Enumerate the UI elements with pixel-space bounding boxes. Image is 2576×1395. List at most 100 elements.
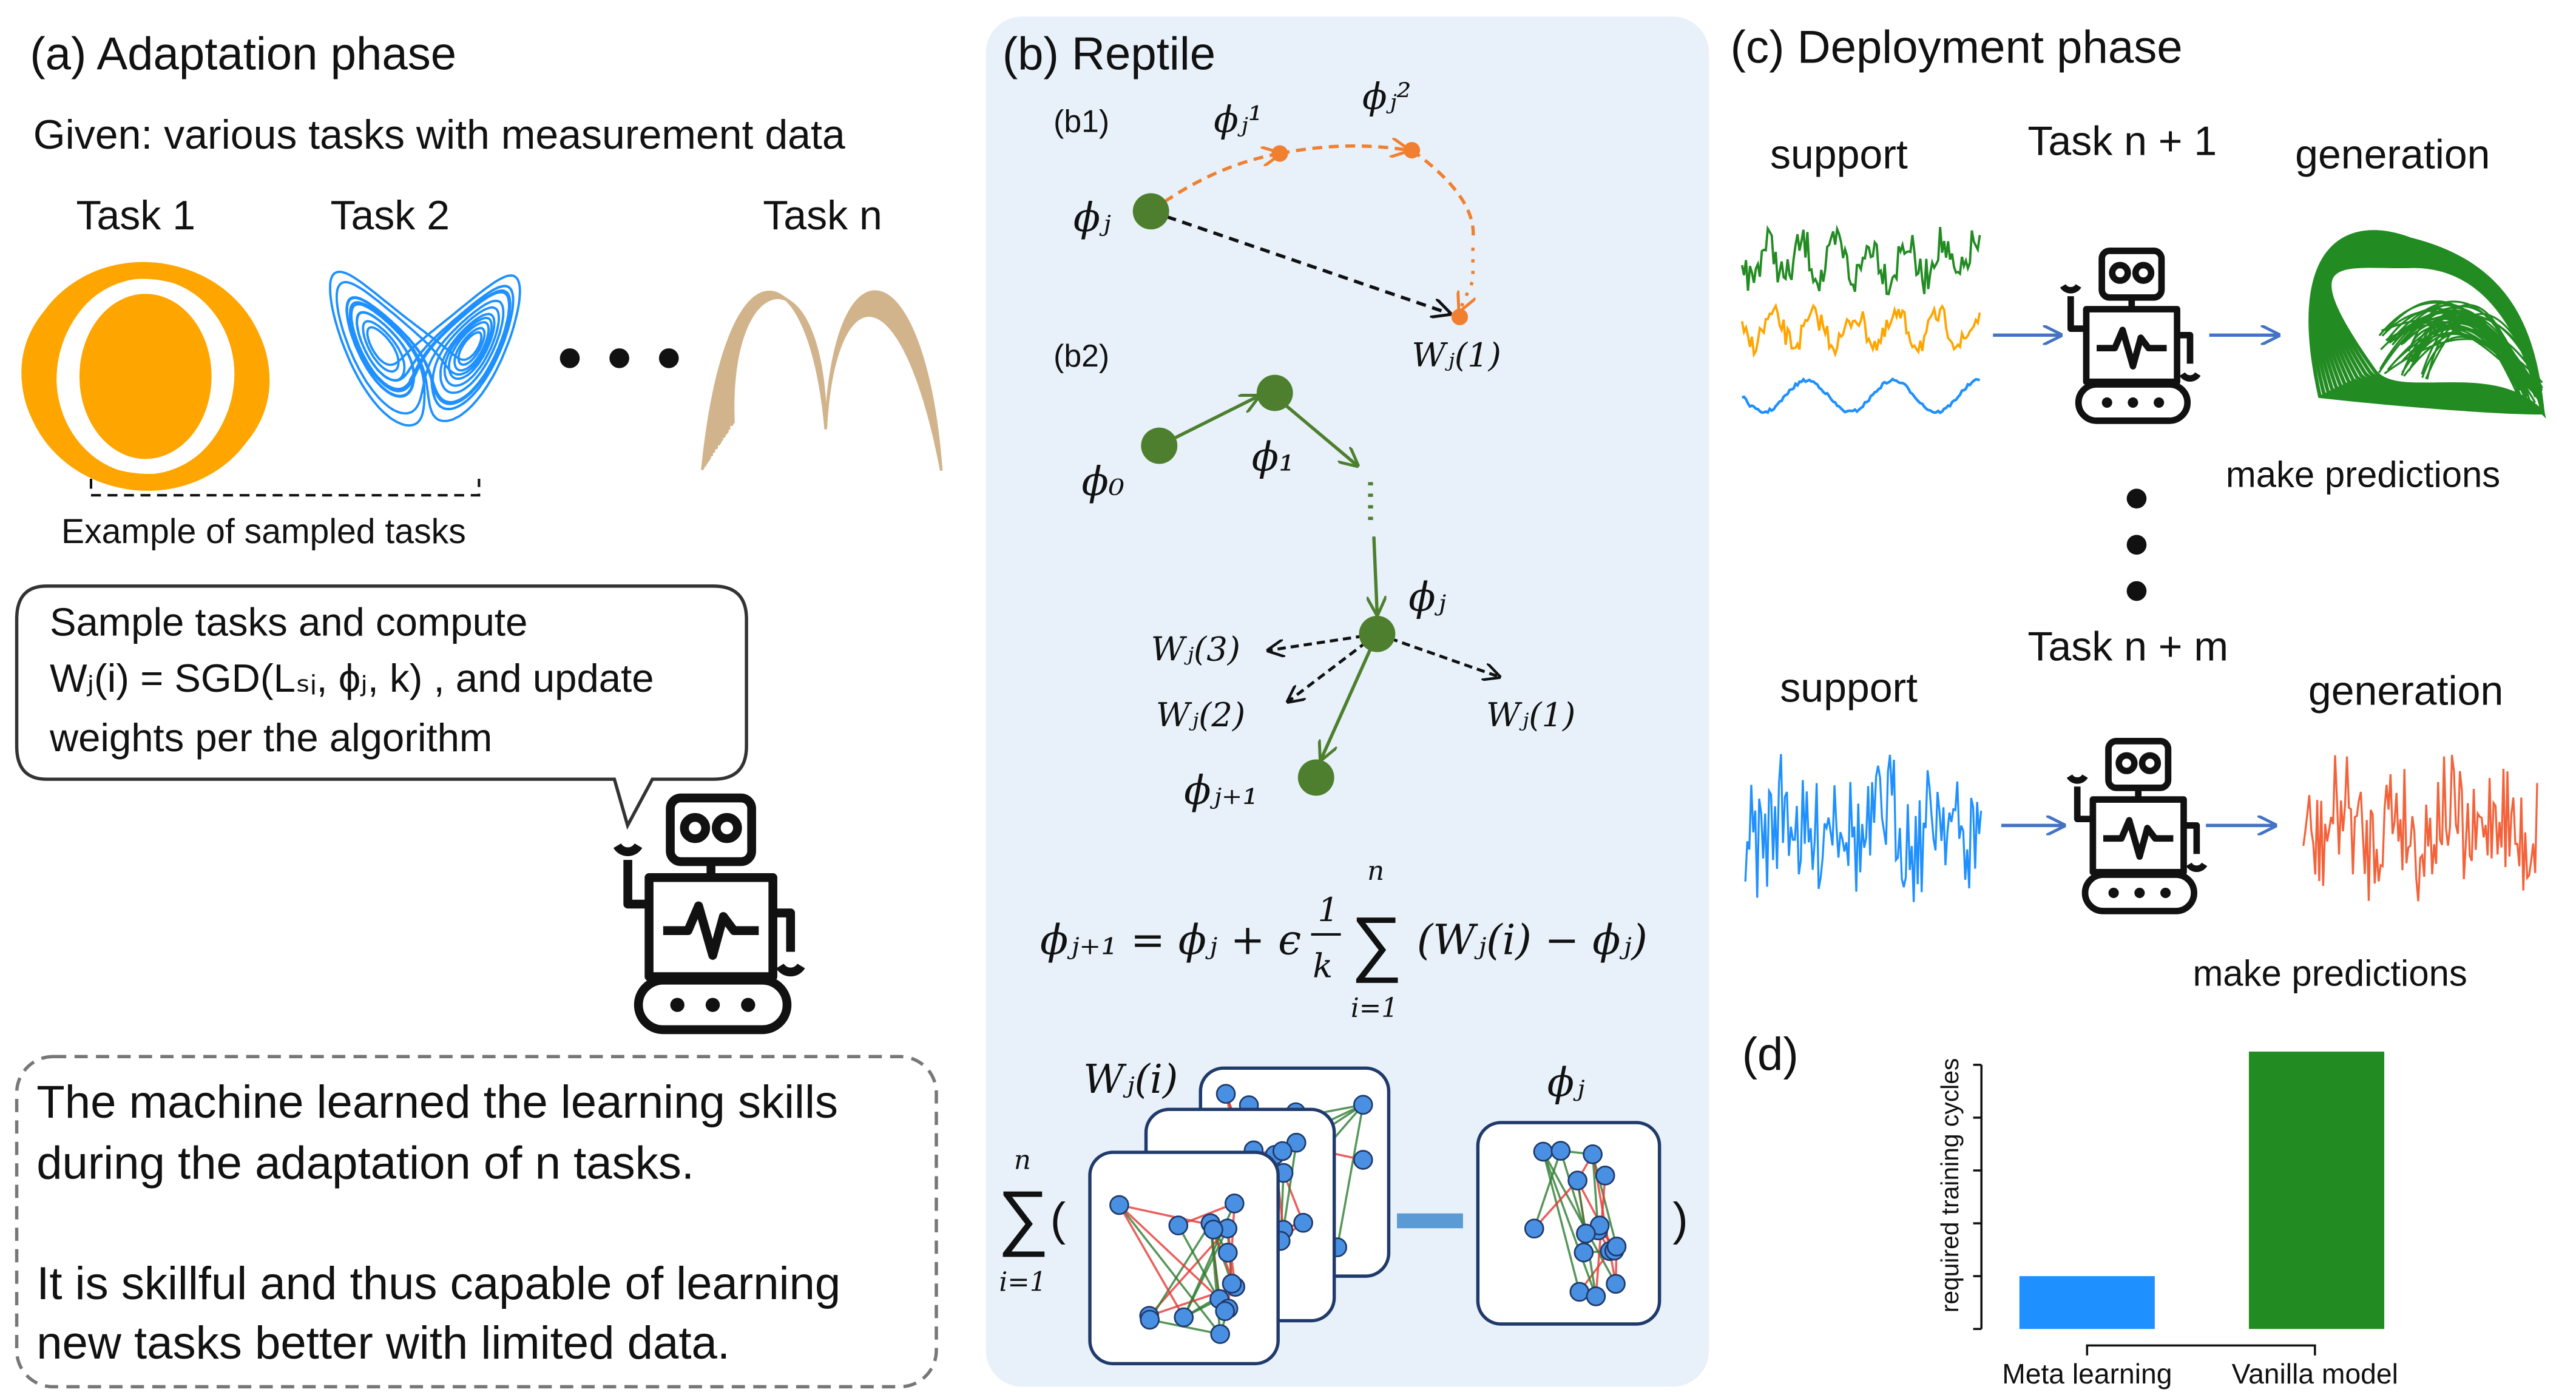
row2-task: Task n + m bbox=[2027, 623, 2228, 669]
sampled-label: Example of sampled tasks bbox=[61, 512, 466, 551]
b2-phi-1: ϕ₁ bbox=[1252, 434, 1295, 480]
attractor-trajectory bbox=[329, 270, 521, 427]
network-node bbox=[1174, 1307, 1194, 1328]
b2-diagram: ϕ₀ ϕ₁ ϕⱼ Wⱼ(3) Wⱼ(2) Wⱼ(1) ϕⱼ₊₁ bbox=[1081, 374, 1575, 814]
network-node bbox=[1215, 1301, 1236, 1322]
x-label-meta-learning: Meta learning bbox=[2002, 1358, 2172, 1390]
network-card bbox=[1476, 1121, 1662, 1326]
panel-c: (c) Deployment phase support Task n + 1 … bbox=[1731, 21, 2546, 993]
bar-meta-learning bbox=[2019, 1276, 2155, 1329]
b1-phi-j1: ϕⱼ¹ bbox=[1214, 99, 1263, 141]
panel-d-label: (d) bbox=[1742, 1029, 1799, 1080]
network-node bbox=[1217, 1243, 1238, 1263]
bubble-line-1: Sample tasks and compute bbox=[50, 600, 527, 644]
network-node bbox=[1574, 1242, 1594, 1263]
minus-sign bbox=[1397, 1213, 1463, 1229]
task-n-label: Task n bbox=[763, 192, 882, 238]
network-node bbox=[1583, 1144, 1603, 1164]
time-series bbox=[2302, 754, 2538, 902]
task-2-label: Task 2 bbox=[330, 192, 450, 238]
bubble-line-2: Wⱼ(i) = SGD(Lₛᵢ, ϕⱼ, k) , and update bbox=[50, 656, 654, 700]
attractor-trajectory bbox=[36, 265, 255, 488]
time-series bbox=[1740, 303, 1981, 358]
time-series bbox=[1742, 377, 1981, 414]
b1-label: (b1) bbox=[1053, 104, 1109, 139]
network-node bbox=[1293, 1212, 1313, 1233]
b1-w1: Wⱼ(1) bbox=[1412, 336, 1501, 374]
summary-line-3: It is skillful and thus capable of learn… bbox=[36, 1258, 840, 1309]
row2-support: support bbox=[1780, 664, 1918, 711]
network-node bbox=[1606, 1236, 1627, 1257]
attractor-trajectory bbox=[2328, 264, 2545, 414]
ellipsis-dots bbox=[559, 348, 679, 368]
training-cycles-bar-chart: required training cycles Meta learning V… bbox=[1936, 1052, 2398, 1390]
robot-icon bbox=[617, 798, 801, 1030]
b2-phi-next: ϕⱼ₊₁ bbox=[1184, 768, 1258, 814]
b2-w1: Wⱼ(1) bbox=[1486, 695, 1575, 734]
summary-box bbox=[15, 1055, 938, 1389]
b2-phi-0: ϕ₀ bbox=[1081, 459, 1124, 505]
summary-line-1: The machine learned the learning skills bbox=[36, 1076, 838, 1128]
network-node bbox=[1353, 1095, 1373, 1115]
attractor-core bbox=[79, 294, 212, 459]
time-series bbox=[1740, 225, 1981, 296]
task-2-attractor bbox=[329, 270, 521, 427]
b2-label: (b2) bbox=[1053, 338, 1109, 373]
row1-support-signals bbox=[1740, 225, 1981, 414]
row2-support-signal bbox=[1744, 754, 1983, 902]
network-node bbox=[1224, 1193, 1245, 1214]
panel-d: (d) required training cycles Meta learni… bbox=[1742, 1029, 2398, 1390]
row1-robot-icon bbox=[2063, 251, 2197, 421]
summary-line-2: during the adaptation of n tasks. bbox=[36, 1138, 694, 1189]
row1-generated-attractor bbox=[2308, 230, 2546, 419]
eq-num: 1 bbox=[1317, 890, 1339, 929]
row2-generated-signal bbox=[2302, 754, 2538, 902]
network-node bbox=[1576, 1223, 1596, 1244]
panel-a-title: (a) Adaptation phase bbox=[30, 28, 456, 79]
bubble-line-3: weights per the algorithm bbox=[49, 715, 492, 760]
network-node bbox=[1203, 1220, 1223, 1240]
net-lower: i=1 bbox=[999, 1268, 1046, 1298]
summary-line-4: new tasks better with limited data. bbox=[36, 1317, 730, 1369]
network-node bbox=[1533, 1141, 1553, 1162]
eq-rhs: (Wⱼ(i) − ϕⱼ) bbox=[1417, 917, 1648, 965]
eq-lhs: ϕⱼ₊₁ = ϕⱼ + ϵ bbox=[1040, 917, 1301, 965]
attractor-trajectory bbox=[21, 272, 270, 481]
network-node bbox=[1140, 1309, 1160, 1330]
network-node bbox=[1222, 1274, 1242, 1294]
panel-c-title: (c) Deployment phase bbox=[1731, 21, 2183, 73]
speech-bubble bbox=[15, 584, 748, 830]
network-node bbox=[1567, 1170, 1587, 1191]
given-text: Given: various tasks with measurement da… bbox=[33, 112, 845, 158]
row2-robot-icon bbox=[2069, 741, 2204, 911]
b1-diagram: ϕⱼ ϕⱼ¹ ϕⱼ² Wⱼ(1) bbox=[1073, 76, 1501, 374]
vertical-ellipsis bbox=[2126, 488, 2147, 601]
row1-generation: generation bbox=[2295, 132, 2490, 178]
row1-caption: make predictions bbox=[2226, 454, 2500, 495]
network-node bbox=[1210, 1324, 1230, 1344]
b2-w3: Wⱼ(3) bbox=[1151, 629, 1240, 668]
net-upper: n bbox=[1014, 1145, 1031, 1175]
row2-caption: make predictions bbox=[2192, 953, 2467, 993]
net-w-label: Wⱼ(i) bbox=[1083, 1056, 1178, 1103]
network-node bbox=[1569, 1282, 1590, 1302]
eq-lower: i=1 bbox=[1351, 993, 1398, 1024]
net-open-paren: ( bbox=[1050, 1194, 1066, 1245]
panel-a: (a) Adaptation phase Given: various task… bbox=[15, 28, 943, 1389]
network-card bbox=[1088, 1150, 1280, 1366]
x-axis bbox=[2086, 1344, 2316, 1356]
sampled-bracket bbox=[89, 479, 481, 497]
b2-w2: Wⱼ(2) bbox=[1156, 695, 1245, 734]
network-node bbox=[1524, 1218, 1544, 1239]
time-series bbox=[1744, 754, 1983, 902]
net-sigma: ∑ bbox=[998, 1177, 1049, 1257]
net-phi-label: ϕⱼ bbox=[1547, 1060, 1585, 1106]
bar-vanilla-model bbox=[2248, 1052, 2385, 1329]
x-label-vanilla-model: Vanilla model bbox=[2232, 1358, 2398, 1390]
task-1-attractor bbox=[21, 262, 270, 491]
b1-phi-j: ϕⱼ bbox=[1073, 195, 1111, 241]
b1-phi-j2: ϕⱼ² bbox=[1362, 76, 1411, 118]
eq-den: k bbox=[1313, 947, 1333, 985]
panel-b-title: (b) Reptile bbox=[1002, 28, 1215, 79]
network-node bbox=[1353, 1150, 1373, 1170]
